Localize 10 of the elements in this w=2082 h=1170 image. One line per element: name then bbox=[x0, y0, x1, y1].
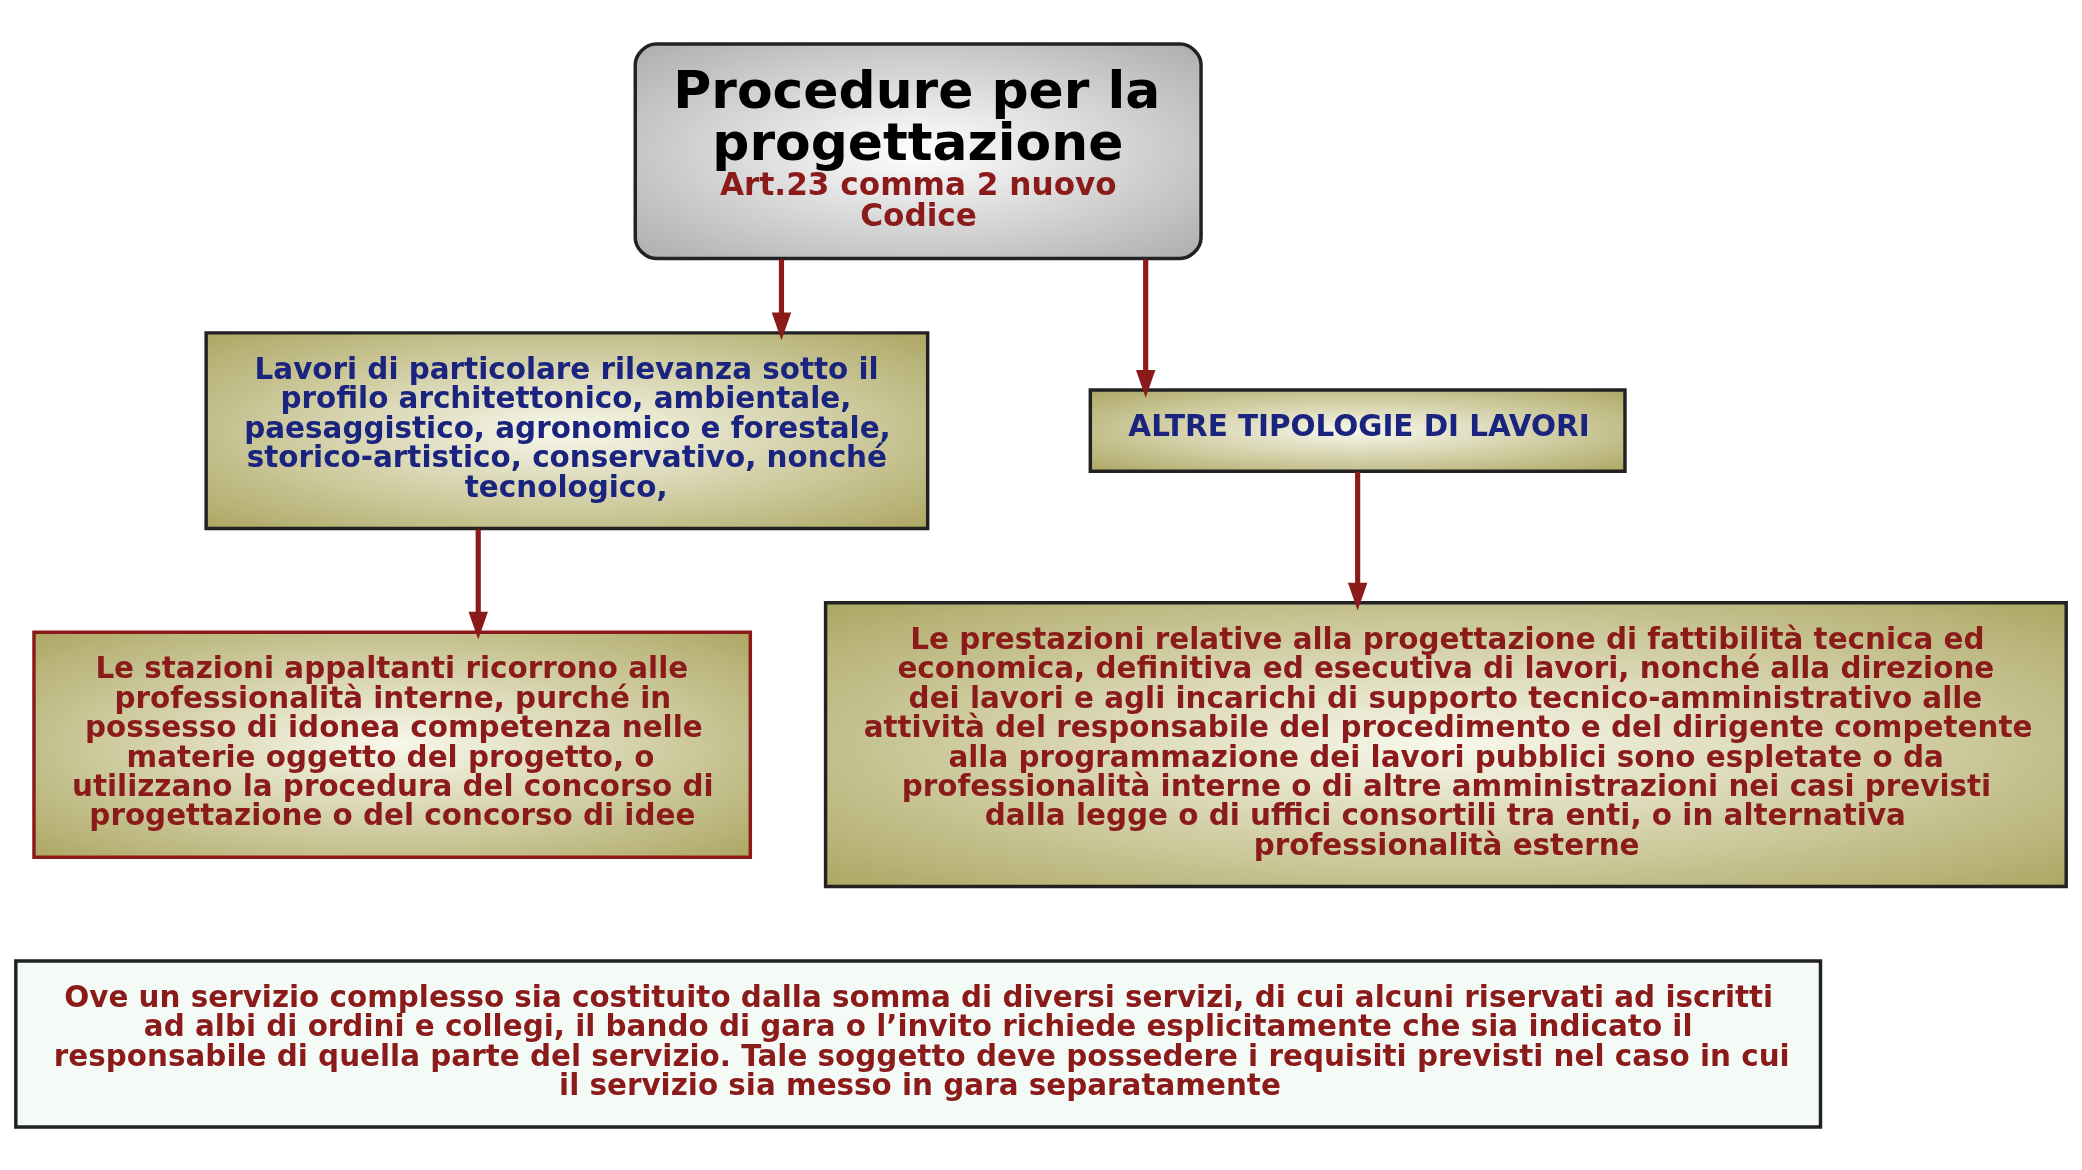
node-box: Ove un servizio complesso sia costituito dalla somma di diversi servizi, di cui alcuni riservati ad iscritti ad albi di ordini e collegi, il bando di gara o l’invito richiede esplicitamente che sia indicato il responsabile di quella parte del servizio. Tale soggetto deve possedere i requisiti previsti nel caso in cui il servizio sia messo in gara separatamente bbox=[14, 958, 1823, 1129]
arrow bbox=[468, 528, 488, 640]
node-box: ALTRE TIPOLOGIE DI LAVORI bbox=[1088, 387, 1627, 473]
node-box: Lavori di particolare rilevanza sotto il profilo architettonico, ambientale, paesaggistico, agronomico e forestale, storico-artistico, conservativo, nonché tecnologico, bbox=[204, 330, 930, 530]
node-box: Le prestazioni relative alla progettazione di fattibilità tecnica ed economica, definitiva ed esecutiva di lavori, nonché alla direzione dei lavori e agli incarichi di supporto tecnico-amministrativo alle attività del responsabile del procedimento e del dirigente competente alla programmazione dei lavori pubblici sono espletate o da professionalità interne o di altre amministrazioni nei casi previsti dalla legge o di uffici consortili tra enti, o in alternativa professionalità esterne bbox=[823, 600, 2068, 888]
node-box: Procedure per la progettazione Art.23 comma 2 nuovo Codice bbox=[633, 41, 1203, 260]
arrow bbox=[1347, 471, 1368, 610]
node-box: Le stazioni appaltanti ricorrono alle professionalità interne, purché in possesso di idonea competenza nelle materie oggetto del progetto, o utilizzano la procedura del concorso di progettazione o del concorso di idee bbox=[32, 630, 753, 859]
arrow bbox=[1135, 258, 1156, 398]
arrow bbox=[771, 258, 792, 340]
